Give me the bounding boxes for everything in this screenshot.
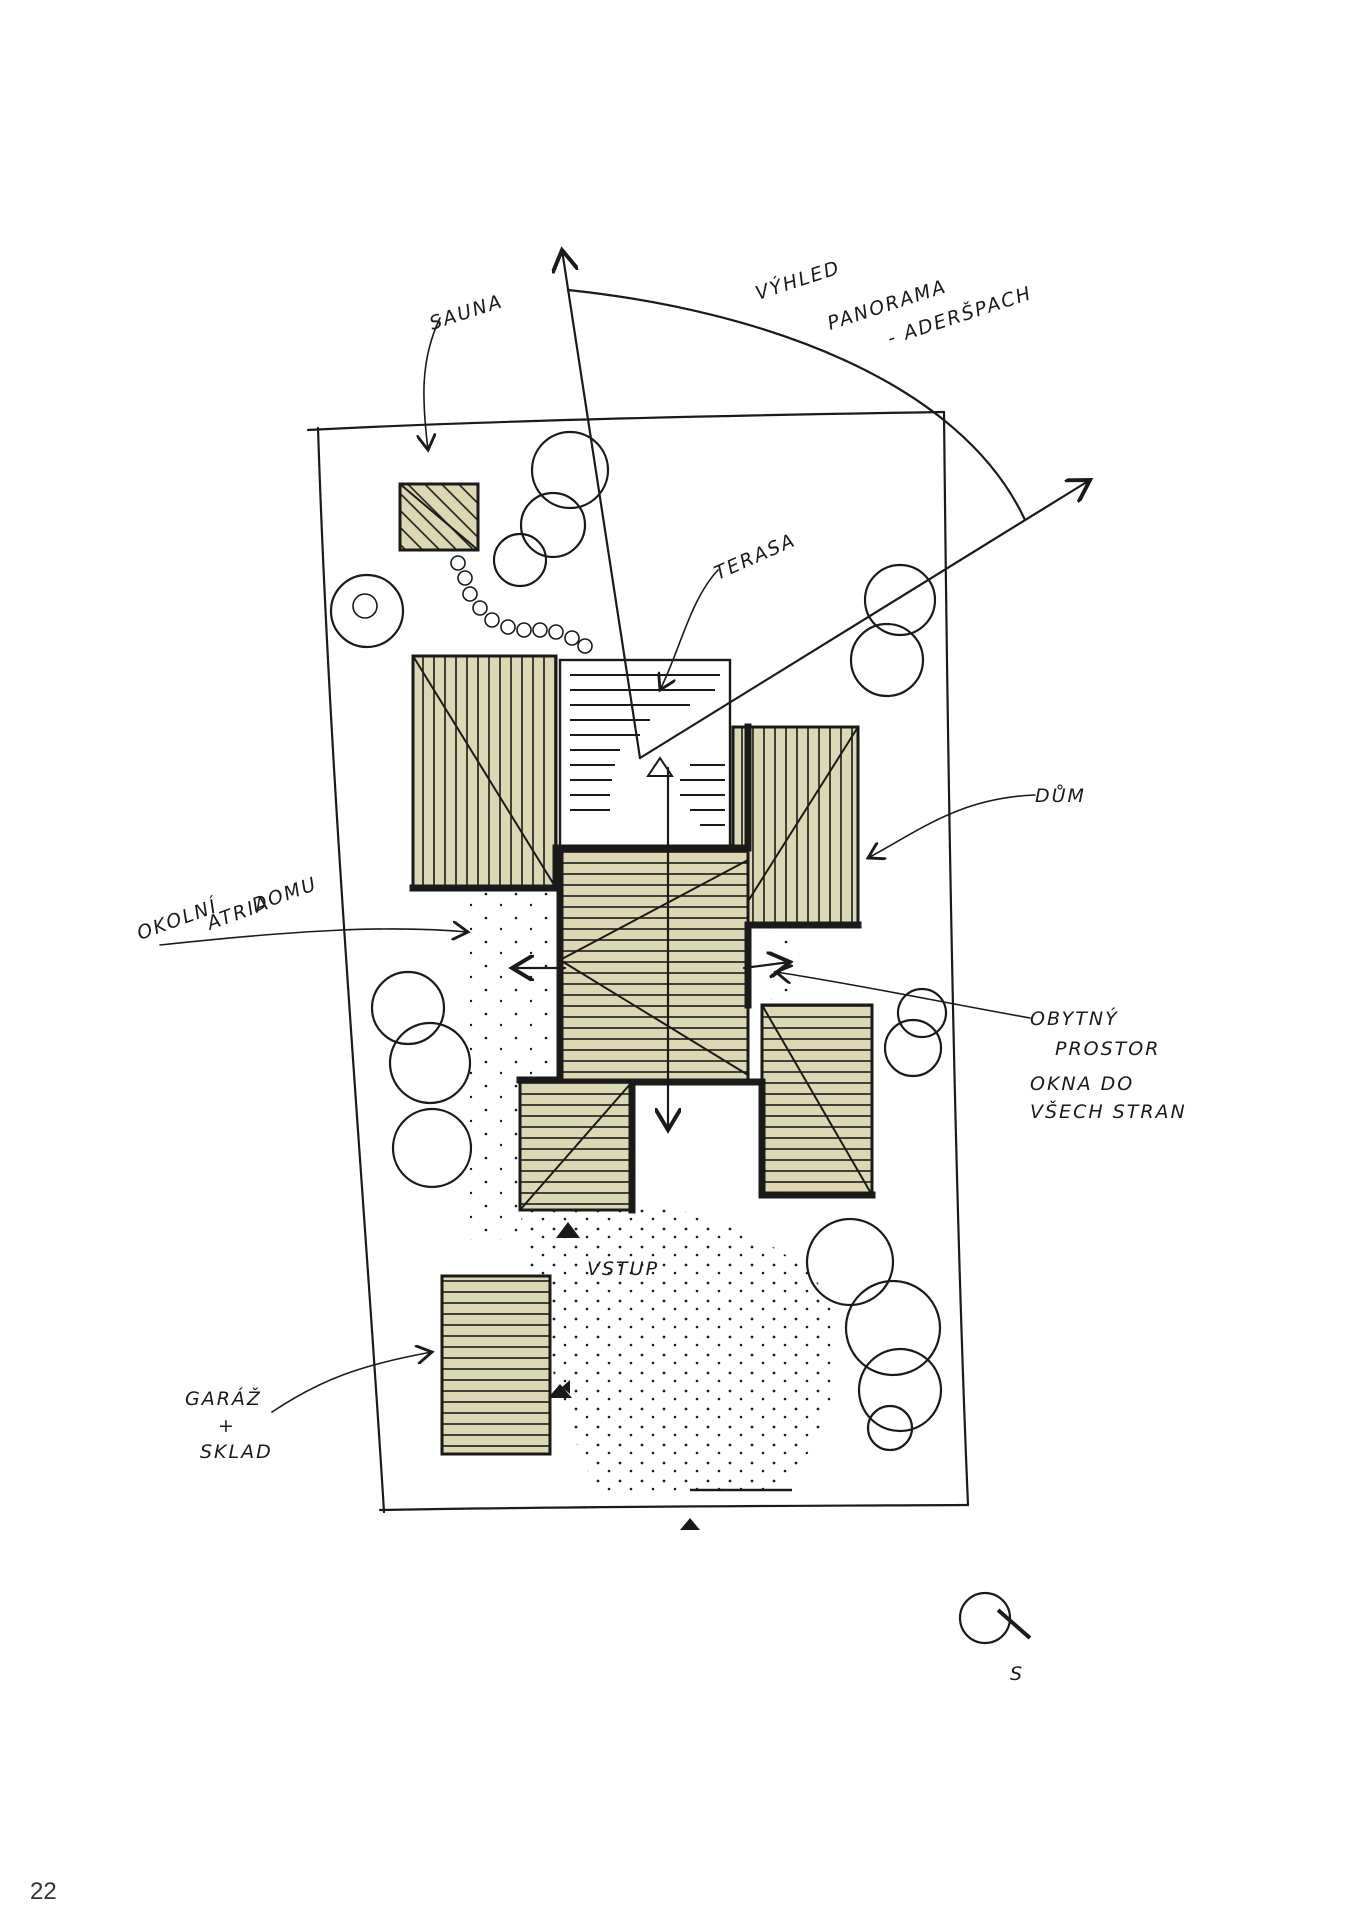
garage-label-line3: SKLAD xyxy=(200,1441,273,1463)
leader-lines xyxy=(159,317,1036,1413)
house-label: DŮM xyxy=(1035,783,1086,807)
view-lines xyxy=(512,250,1090,1530)
shrubs xyxy=(450,555,593,654)
plot-boundary xyxy=(306,410,970,1514)
living-label-line4: VŠECH STRAN xyxy=(1030,1099,1187,1123)
living-label-line2: PROSTOR xyxy=(1055,1038,1160,1060)
sauna-building xyxy=(398,482,480,552)
terrace xyxy=(558,658,732,848)
trees xyxy=(329,430,948,1452)
north-sign xyxy=(958,1591,1032,1645)
garage-label-line1: GARÁŽ xyxy=(185,1387,262,1410)
page-number: 22 xyxy=(30,1878,57,1905)
entrance-label: VSTUP xyxy=(587,1258,659,1280)
north-label: S xyxy=(1010,1663,1024,1685)
sauna-label: SAUNA xyxy=(427,290,506,334)
garage-label-line2: + xyxy=(218,1415,236,1437)
garage-building xyxy=(440,1274,552,1456)
atrium-label-line3: DOMU xyxy=(249,873,320,917)
gravel-area xyxy=(470,890,837,1495)
terrace-label: TERASA xyxy=(711,529,799,584)
living-label-line3: OKNA DO xyxy=(1030,1073,1134,1095)
view-label-line1: VÝHLED xyxy=(752,256,843,305)
house-walls xyxy=(409,723,876,1214)
living-label-line1: OBYTNÝ xyxy=(1030,1007,1119,1030)
house-roofs xyxy=(411,654,874,1212)
